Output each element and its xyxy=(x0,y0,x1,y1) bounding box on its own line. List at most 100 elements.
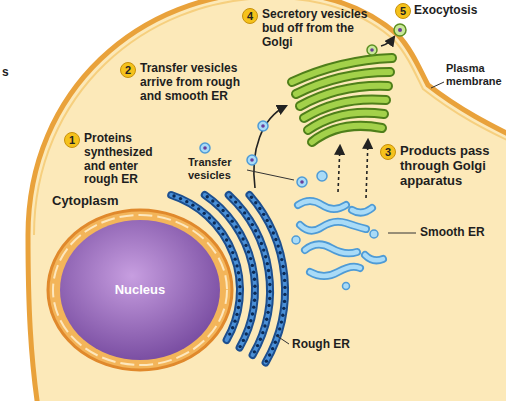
ribosome xyxy=(251,223,254,226)
ribosome xyxy=(283,300,286,303)
part-label: Plasma membrane xyxy=(446,62,504,87)
ribosome xyxy=(260,242,263,245)
ribosome xyxy=(265,318,268,321)
ribosome xyxy=(281,265,284,268)
part-label: Rough ER xyxy=(292,338,350,352)
nuclear-envelope xyxy=(48,210,232,370)
ribosome xyxy=(267,269,270,272)
ribosome xyxy=(258,207,261,210)
ribosome xyxy=(274,340,277,343)
ribosome xyxy=(243,211,246,214)
ribosome xyxy=(251,312,254,315)
ribosome xyxy=(237,306,240,309)
ribosome xyxy=(268,290,271,293)
ribosome xyxy=(244,244,247,247)
ribosome xyxy=(249,257,252,260)
ribosome xyxy=(268,283,271,286)
nuclear-pores xyxy=(53,215,227,365)
ribosome xyxy=(208,216,211,219)
ribosome xyxy=(283,286,286,289)
ribosome xyxy=(206,195,209,198)
ribosome xyxy=(235,264,238,267)
ribosome xyxy=(231,251,234,254)
ribosome xyxy=(276,244,279,247)
ribosome xyxy=(229,195,232,198)
ribosome xyxy=(250,196,253,199)
ribosome xyxy=(239,206,242,209)
ribosome xyxy=(191,203,194,206)
step-label: Transfer vesicles arrive from rough and … xyxy=(140,62,260,103)
step-label: Exocytosis xyxy=(414,4,502,18)
ribosome xyxy=(172,194,175,197)
ribosome xyxy=(225,238,228,241)
ribosome xyxy=(282,307,285,310)
nucleus-label: Nucleus xyxy=(115,283,166,298)
ribosome xyxy=(267,304,270,307)
ribosome xyxy=(237,271,240,274)
ribosome xyxy=(238,285,241,288)
ribosome xyxy=(203,212,206,215)
part-label: Transfer vesicles xyxy=(188,156,246,181)
ribosome xyxy=(278,327,281,330)
ribosome xyxy=(254,229,257,232)
ribosome xyxy=(253,350,256,353)
ribosome xyxy=(263,324,266,327)
part-label: Smooth ER xyxy=(420,226,485,240)
ribosome xyxy=(241,237,244,240)
ribosome xyxy=(271,347,274,350)
ribosome xyxy=(235,313,238,316)
ribosome xyxy=(242,339,245,342)
ribosome xyxy=(238,345,241,348)
smooth-er xyxy=(292,201,383,290)
ribosome xyxy=(269,225,272,228)
er-lumen xyxy=(229,195,270,355)
cell-body xyxy=(28,0,506,401)
ribosome xyxy=(247,250,250,253)
ribosome xyxy=(233,319,236,322)
secretory-vesicles xyxy=(367,24,406,55)
ribosome xyxy=(283,279,286,282)
step-label: Proteins synthesized and enter rough ER xyxy=(84,132,166,187)
ribosome xyxy=(238,299,241,302)
ribosome xyxy=(247,217,250,220)
ribosome xyxy=(268,353,271,356)
step-label: Products pass through Golgi apparatus xyxy=(400,144,502,189)
ribosome xyxy=(238,278,241,281)
ribosome xyxy=(245,332,248,335)
callout-number: 4 xyxy=(242,8,258,24)
ribosome xyxy=(264,255,267,258)
ribosome xyxy=(278,251,281,254)
ribosome xyxy=(211,199,214,202)
flow-arrows xyxy=(254,37,394,198)
ribosome xyxy=(221,209,224,212)
ribosome xyxy=(265,219,268,222)
region-label: Cytoplasm xyxy=(52,194,118,209)
ribosome xyxy=(274,238,277,241)
ribosome xyxy=(234,200,237,203)
ribosome xyxy=(247,326,250,329)
callout-number: 2 xyxy=(120,62,136,78)
callout-number: 5 xyxy=(395,3,411,19)
ribosome xyxy=(281,314,284,317)
leader-lines xyxy=(247,82,444,344)
ribosome xyxy=(257,235,260,238)
ribosome xyxy=(266,262,269,265)
cropped-label: s xyxy=(2,66,9,80)
ribosome xyxy=(254,201,257,204)
ribosome xyxy=(253,291,256,294)
ribosome xyxy=(265,359,268,362)
ribosome xyxy=(283,293,286,296)
membrane-inner xyxy=(34,0,506,235)
ribosome xyxy=(238,292,241,295)
ribosome xyxy=(230,219,233,222)
ribosome xyxy=(266,311,269,314)
ribosome xyxy=(256,344,259,347)
ribosome xyxy=(282,272,285,275)
ribosome xyxy=(272,231,275,234)
ribosome xyxy=(179,197,182,200)
ribosome xyxy=(280,320,283,323)
ribosome xyxy=(251,264,254,267)
ribosome xyxy=(228,245,231,248)
ribosome xyxy=(268,297,271,300)
ribosome xyxy=(217,227,220,230)
